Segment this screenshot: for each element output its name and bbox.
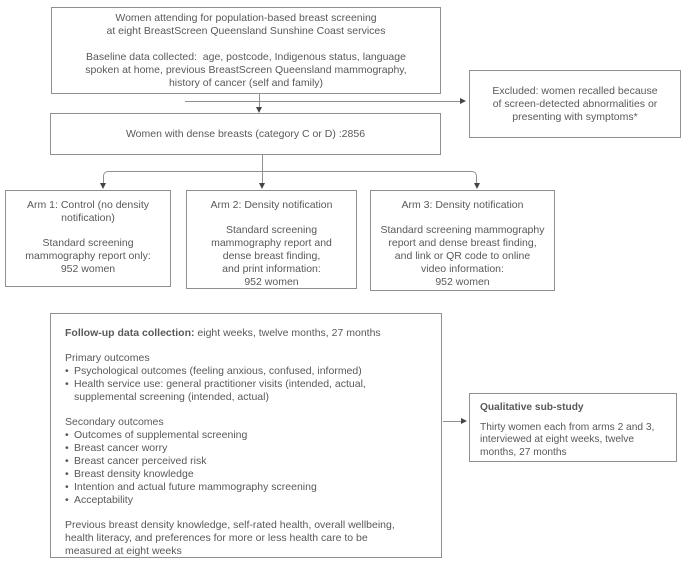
arm2-title: Arm 2: Density notification [210,199,333,211]
arm3-box: Arm 3: Density notification Standard scr… [370,190,555,291]
dense-breasts-text: Women with dense breasts (category C or … [125,127,366,140]
arm2-box: Arm 2: Density notification Standard scr… [186,190,357,289]
arrow-down-icon [100,183,106,189]
arrow-right-icon [461,417,467,424]
spacer [371,212,554,224]
list-item: • Health service use: general practition… [65,378,427,404]
list-item-text: Breast cancer worry [74,442,168,454]
spacer [65,507,427,519]
followup-title-rest: eight weeks, twelve months, 27 months [194,327,381,339]
arm3-title: Arm 3: Density notification [401,199,524,211]
followup-footer: Previous breast density knowledge, self-… [65,519,395,557]
list-item: • Intention and actual future mammograph… [65,481,427,494]
bullet-icon: • [65,429,69,441]
qualitative-body: Thirty women each from arms 2 and 3, int… [480,421,655,458]
spacer [65,340,427,352]
bullet-icon: • [65,481,69,493]
arm3-body: Standard screening mammography report an… [380,224,545,288]
followup-title-bold: Follow-up data collection: [65,327,195,339]
spacer [480,415,666,422]
bullet-icon: • [65,378,69,390]
spacer [6,225,170,237]
secondary-outcomes-heading: Secondary outcomes [65,416,164,428]
list-item-text: Outcomes of supplemental screening [74,429,248,441]
bullet-icon: • [65,468,69,480]
eligibility-box: Women attending for population-based bre… [51,7,441,94]
arm1-box: Arm 1: Control (no density notification)… [5,190,171,287]
list-item: • Psychological outcomes (feeling anxiou… [65,365,427,378]
list-item-text: Intention and actual future mammography … [74,481,317,493]
list-item: • Breast cancer worry [65,442,427,455]
bullet-icon: • [65,494,69,506]
excluded-box: Excluded: women recalled because of scre… [469,70,681,138]
excluded-text: Excluded: women recalled because of scre… [492,84,658,123]
primary-outcomes-heading: Primary outcomes [65,352,150,364]
followup-title: Follow-up data collection: eight weeks, … [65,327,427,340]
arrow-right-icon [460,97,466,104]
qualitative-title: Qualitative sub-study [480,402,584,413]
followup-box: Follow-up data collection: eight weeks, … [50,313,442,558]
connector-to-excluded [185,101,460,102]
bullet-icon: • [65,365,69,377]
connector-to-qualitative [443,421,461,422]
list-item: • Outcomes of supplemental screening [65,429,427,442]
arrow-down-icon [473,183,480,189]
list-item: • Breast cancer perceived risk [65,455,427,468]
list-item: • Breast density knowledge [65,468,427,481]
arm1-body: Standard screening mammography report on… [25,237,151,275]
list-item-text: Breast density knowledge [74,468,194,480]
bullet-icon: • [65,455,69,467]
arrow-down-icon [255,107,262,113]
arm2-body: Standard screening mammography report an… [211,224,332,288]
eligibility-text: Women attending for population-based bre… [85,11,407,89]
connector-dense-to-branch [262,155,263,184]
list-item-text: Acceptability [74,494,133,506]
list-item: • Acceptability [65,494,427,507]
branch-line [103,171,477,184]
list-item-text: Breast cancer perceived risk [74,455,207,467]
spacer [65,404,427,416]
spacer [187,212,356,224]
dense-breasts-box: Women with dense breasts (category C or … [50,113,441,155]
arrow-down-icon [258,183,265,189]
list-item-text: Health service use: general practitioner… [74,378,366,403]
list-item-text: Psychological outcomes (feeling anxious,… [74,365,362,377]
bullet-icon: • [65,442,69,454]
arm1-title: Arm 1: Control (no density notification) [27,199,149,224]
qualitative-box: Qualitative sub-study Thirty women each … [469,393,677,462]
